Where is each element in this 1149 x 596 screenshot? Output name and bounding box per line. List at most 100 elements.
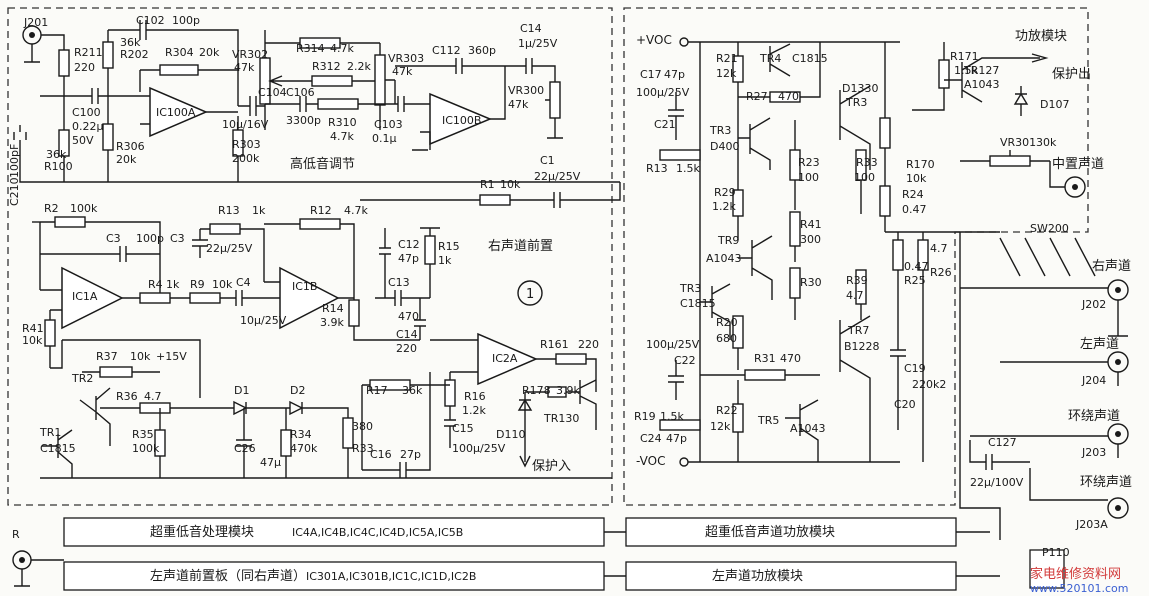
component-label: C1815 — [680, 297, 716, 310]
component-label: 36k — [402, 384, 423, 397]
component-label: 4.7k — [330, 130, 354, 143]
component-label: J204 — [1081, 374, 1106, 387]
power-amp-section — [659, 37, 1129, 540]
component-label: C4 — [236, 276, 251, 289]
component-label: 220 — [74, 61, 95, 74]
component-label: 47μ — [260, 456, 281, 469]
tone-control-section — [13, 20, 621, 208]
component-label: 1μ/25V — [518, 37, 558, 50]
component-label: 470 — [780, 352, 801, 365]
component-label: 3.9k — [556, 384, 580, 397]
component-label: 47k — [392, 65, 413, 78]
component-label: TR3 — [845, 96, 867, 109]
component-label: 4.7 — [144, 390, 162, 403]
component-label: 680 — [716, 332, 737, 345]
component-label: 22μ/100V — [970, 476, 1024, 489]
component-label: R312 — [312, 60, 341, 73]
component-label: C24 — [640, 432, 662, 445]
component-label: R34 — [290, 428, 312, 441]
component-label: 100 — [854, 171, 875, 184]
component-label: C106 — [286, 86, 315, 99]
component-label: IC1B — [292, 280, 317, 293]
component-label: C1815 — [792, 52, 828, 65]
component-label: R — [12, 528, 20, 541]
component-label: C3 — [106, 232, 121, 245]
block-sub-processor: 超重低音处理模块 — [150, 524, 254, 540]
component-label: R314 — [296, 42, 325, 55]
label-protect-in: 保护入 — [532, 459, 571, 474]
component-label: R178 — [522, 384, 551, 397]
component-label: C17 — [640, 68, 662, 81]
component-label: R161 — [540, 338, 569, 351]
component-label: 10μ/16V — [222, 118, 269, 131]
block-sub-processor-ics: IC4A,IC4B,IC4C,IC4D,IC5A,IC5B — [292, 526, 463, 539]
component-label: R170 — [906, 158, 935, 171]
component-label: 470 — [398, 310, 419, 323]
component-label: C15 — [452, 422, 474, 435]
component-label: C21 — [654, 118, 676, 131]
component-label: 1k — [166, 278, 180, 291]
block-left-preamp: 左声道前置板（同右声道） — [150, 568, 306, 584]
component-label: SW200 — [1030, 222, 1069, 235]
component-label: R41 — [800, 218, 822, 231]
component-label: R202 — [120, 48, 149, 61]
component-label: 100p — [136, 232, 164, 245]
component-label: VR303 — [388, 52, 424, 65]
label-bass-treble: 高低音调节 — [290, 156, 355, 172]
component-label: R310 — [328, 116, 357, 129]
component-label: R33 — [352, 442, 374, 455]
component-label: R37 — [96, 350, 118, 363]
component-label: R24 — [902, 188, 924, 201]
component-label: B1228 — [844, 340, 880, 353]
block-left-amp: 左声道功放模块 — [712, 569, 803, 584]
component-label: P110 — [1042, 546, 1070, 559]
component-label: TR7 — [847, 324, 869, 337]
component-label: 36k — [46, 148, 67, 161]
component-label: TR1 — [39, 426, 61, 439]
component-label: R303 — [232, 138, 261, 151]
label-protect-out: 保护出 — [1052, 67, 1091, 82]
component-label: 100k — [132, 442, 160, 455]
component-label: R16 — [464, 390, 486, 403]
component-label: 10k — [212, 278, 233, 291]
component-label: 4.7 — [846, 289, 864, 302]
component-label: R25 — [904, 274, 926, 287]
component-label: 360p — [468, 44, 496, 57]
component-label: D2 — [290, 384, 305, 397]
component-label: 0.47 — [904, 260, 929, 273]
component-label: R1 — [480, 178, 495, 191]
preamp-section — [32, 216, 612, 479]
component-label: 27p — [400, 448, 421, 461]
component-label: R39 — [846, 274, 868, 287]
rail-positive: +VOC — [636, 33, 672, 47]
component-label: R19 — [634, 410, 656, 423]
component-label: 100μ/25V — [452, 442, 506, 455]
component-label: R13 — [218, 204, 240, 217]
component-label: 1k — [438, 254, 452, 267]
component-label: 2.2k — [347, 60, 371, 73]
component-label: R35 — [132, 428, 154, 441]
component-label: 4.7 — [930, 242, 948, 255]
component-label: 220 — [396, 342, 417, 355]
component-label: TR130 — [543, 412, 579, 425]
component-label: R304 — [165, 46, 194, 59]
component-label: IC2A — [492, 352, 518, 365]
component-label: 0.22μ — [72, 120, 104, 133]
component-label: R31 — [754, 352, 776, 365]
component-label: 4.7k — [344, 204, 368, 217]
component-label: R2 — [44, 202, 59, 215]
component-label: 0.47 — [902, 203, 927, 216]
component-label: R21 — [716, 52, 738, 65]
component-label: 0.1μ — [372, 132, 397, 145]
component-label: 100μ/25V — [636, 86, 690, 99]
label-center-channel: 中置声道 — [1052, 157, 1104, 172]
component-label: 200k — [232, 152, 260, 165]
component-label: D1 — [234, 384, 249, 397]
component-label: 10k — [906, 172, 927, 185]
component-label: TR5 — [757, 414, 779, 427]
component-label: 47k — [508, 98, 529, 111]
component-label: A1043 — [706, 252, 742, 265]
component-label: 20k — [116, 153, 137, 166]
component-label: C12 — [398, 238, 420, 251]
component-label: 1.2k — [462, 404, 486, 417]
